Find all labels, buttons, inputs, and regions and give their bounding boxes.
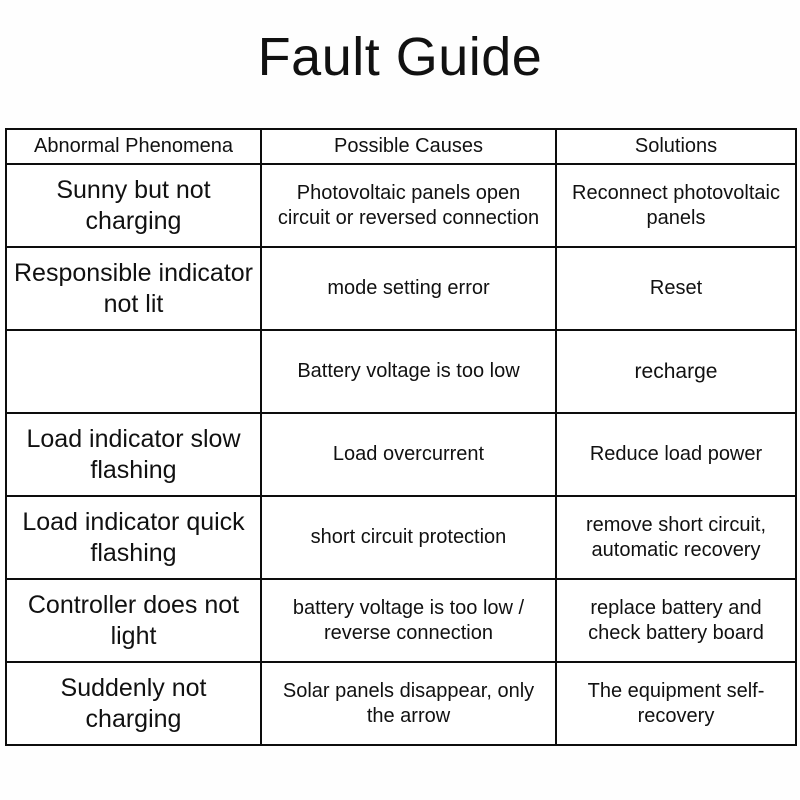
table-row: Suddenly not charging Solar panels disap…: [5, 661, 797, 746]
column-header-abnormal-phenomena: Abnormal Phenomena: [5, 128, 262, 165]
cell-cause: battery voltage is too low / reverse con…: [260, 578, 557, 663]
cell-cause: Load overcurrent: [260, 412, 557, 497]
cell-solution: Reduce load power: [555, 412, 797, 497]
cell-solution: Reconnect photovoltaic panels: [555, 163, 797, 248]
cell-phenomena: [5, 329, 262, 414]
cell-solution: replace battery and check battery board: [555, 578, 797, 663]
cell-cause: mode setting error: [260, 246, 557, 331]
fault-table-container: Abnormal Phenomena Possible Causes Solut…: [5, 128, 797, 746]
cell-solution: The equipment self-recovery: [555, 661, 797, 746]
cell-cause: Photovoltaic panels open circuit or reve…: [260, 163, 557, 248]
cell-cause: Battery voltage is too low: [260, 329, 557, 414]
table-row: Responsible indicator not lit mode setti…: [5, 246, 797, 331]
table-header-row: Abnormal Phenomena Possible Causes Solut…: [5, 128, 797, 165]
table-body: Sunny but not charging Photovoltaic pane…: [5, 163, 797, 746]
table-header: Abnormal Phenomena Possible Causes Solut…: [5, 128, 797, 165]
cell-phenomena: Load indicator quick flashing: [5, 495, 262, 580]
cell-cause: Solar panels disappear, only the arrow: [260, 661, 557, 746]
cell-phenomena: Load indicator slow flashing: [5, 412, 262, 497]
fault-guide-table: Abnormal Phenomena Possible Causes Solut…: [5, 128, 797, 746]
cell-phenomena: Responsible indicator not lit: [5, 246, 262, 331]
column-header-possible-causes: Possible Causes: [260, 128, 557, 165]
table-row: Battery voltage is too low recharge: [5, 329, 797, 414]
cell-phenomena: Sunny but not charging: [5, 163, 262, 248]
table-row: Sunny but not charging Photovoltaic pane…: [5, 163, 797, 248]
table-row: Controller does not light battery voltag…: [5, 578, 797, 663]
cell-solution: remove short circuit, automatic recovery: [555, 495, 797, 580]
table-row: Load indicator quick flashing short circ…: [5, 495, 797, 580]
table-row: Load indicator slow flashing Load overcu…: [5, 412, 797, 497]
column-header-solutions: Solutions: [555, 128, 797, 165]
cell-phenomena: Suddenly not charging: [5, 661, 262, 746]
cell-solution: recharge: [555, 329, 797, 414]
cell-solution: Reset: [555, 246, 797, 331]
cell-cause: short circuit protection: [260, 495, 557, 580]
page-title: Fault Guide: [257, 27, 543, 87]
cell-phenomena: Controller does not light: [5, 578, 262, 663]
